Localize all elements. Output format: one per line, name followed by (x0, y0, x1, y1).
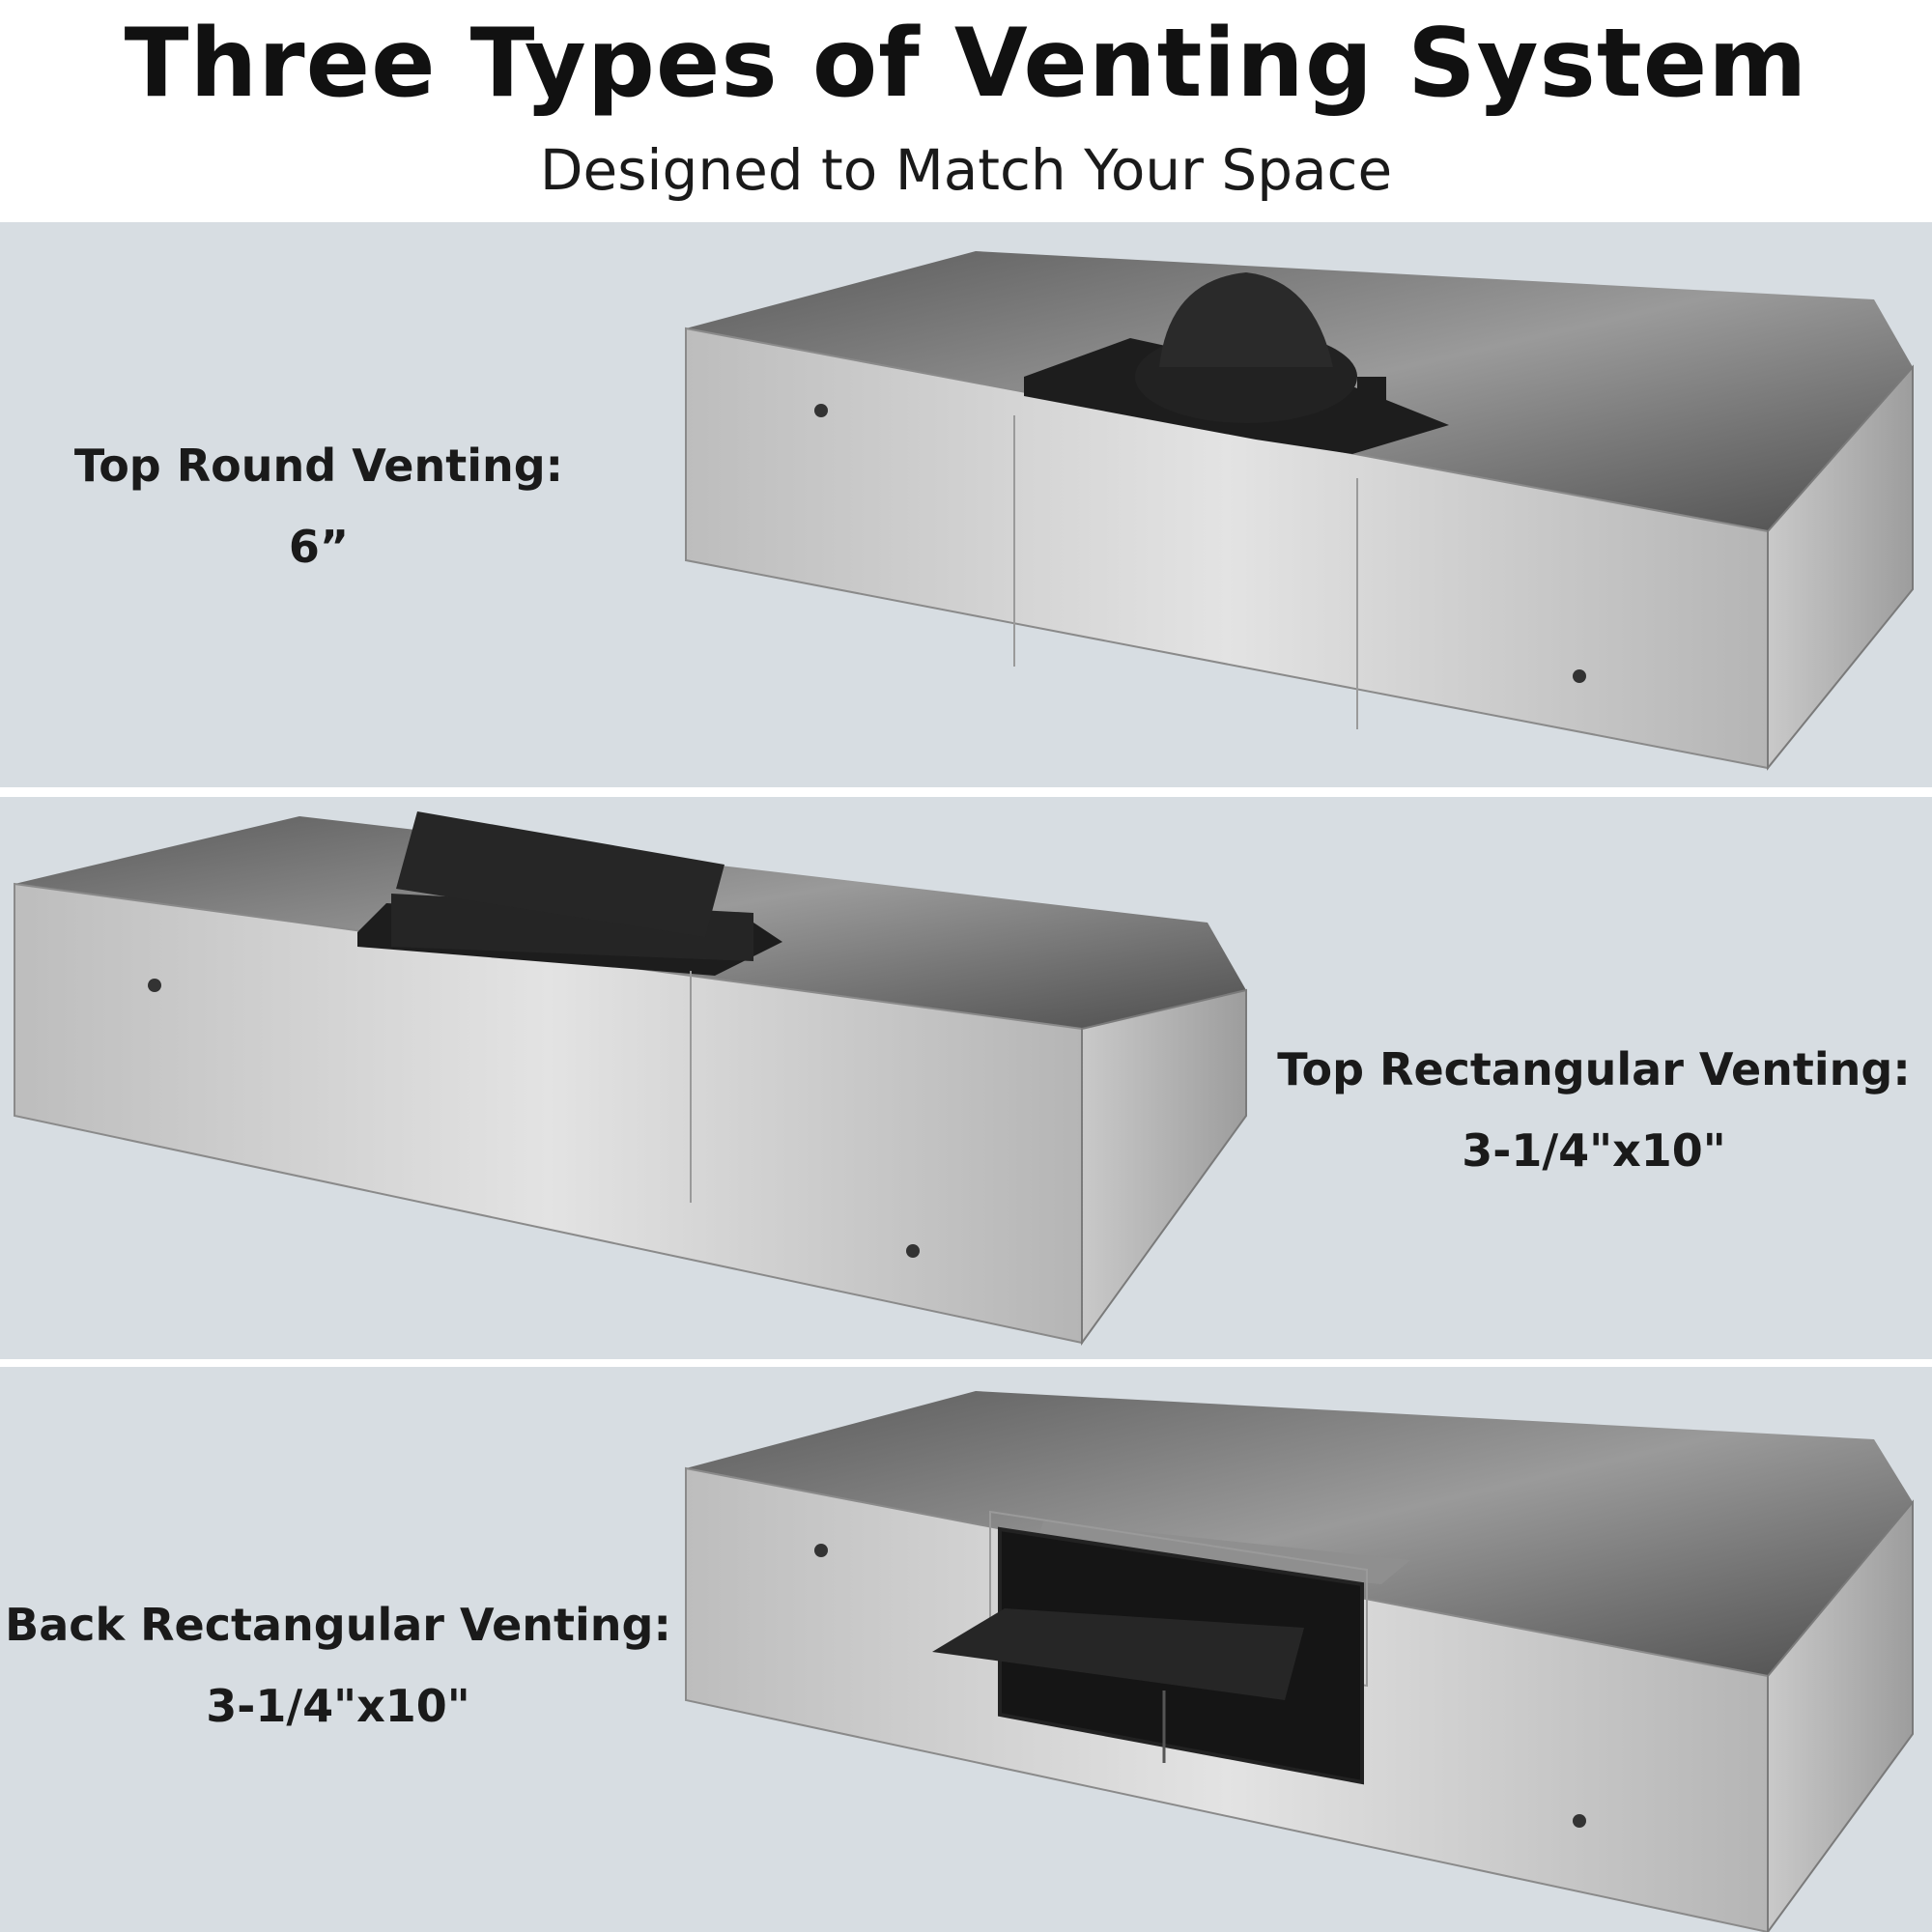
keyhole-icon (148, 979, 161, 992)
keyhole-icon (814, 1544, 828, 1557)
rectangular-duct-damper (396, 811, 724, 937)
top-round-venting-label: Top Round Venting: 6” (39, 425, 599, 587)
venting-size-label: 3-1/4"x10" (206, 1680, 470, 1732)
back-rectangular-venting-panel: Back Rectangular Venting: 3-1/4"x10" (0, 1367, 1932, 1932)
keyhole-icon (814, 404, 828, 417)
page-title: Three Types of Venting System (124, 9, 1808, 119)
keyhole-icon (906, 1244, 920, 1258)
venting-size-label: 3-1/4"x10" (1462, 1124, 1726, 1177)
top-round-venting-panel: Top Round Venting: 6” (0, 222, 1932, 787)
page-subtitle: Designed to Match Your Space (539, 137, 1393, 203)
venting-type-label: Back Rectangular Venting: (5, 1599, 671, 1651)
hood-side-panel (1767, 1499, 1914, 1932)
hood-top-surface (686, 1391, 1913, 1676)
round-duct-damper (1159, 272, 1333, 367)
top-rectangular-venting-panel: Top Rectangular Venting: 3-1/4"x10" (0, 797, 1932, 1359)
header: Three Types of Venting System Designed t… (0, 0, 1932, 222)
top-rectangular-venting-label: Top Rectangular Venting: 3-1/4"x10" (1265, 1029, 1922, 1191)
venting-type-label: Top Rectangular Venting: (1277, 1043, 1911, 1095)
back-rectangular-venting-label: Back Rectangular Venting: 3-1/4"x10" (0, 1584, 676, 1747)
range-hood-round-vent-image (685, 251, 1914, 771)
keyhole-icon (1573, 1814, 1586, 1828)
venting-type-label: Top Round Venting: (73, 440, 564, 492)
hood-side-panel (1081, 988, 1247, 1347)
hood-side-panel (1767, 364, 1914, 771)
venting-size-label: 6” (288, 521, 350, 573)
keyhole-icon (1573, 669, 1586, 683)
range-hood-top-rectangular-vent-image (14, 811, 1247, 1347)
back-duct-damper (932, 1608, 1304, 1700)
vent-cover-plate (1034, 1521, 1410, 1584)
range-hood-back-rectangular-vent-image (685, 1391, 1914, 1932)
